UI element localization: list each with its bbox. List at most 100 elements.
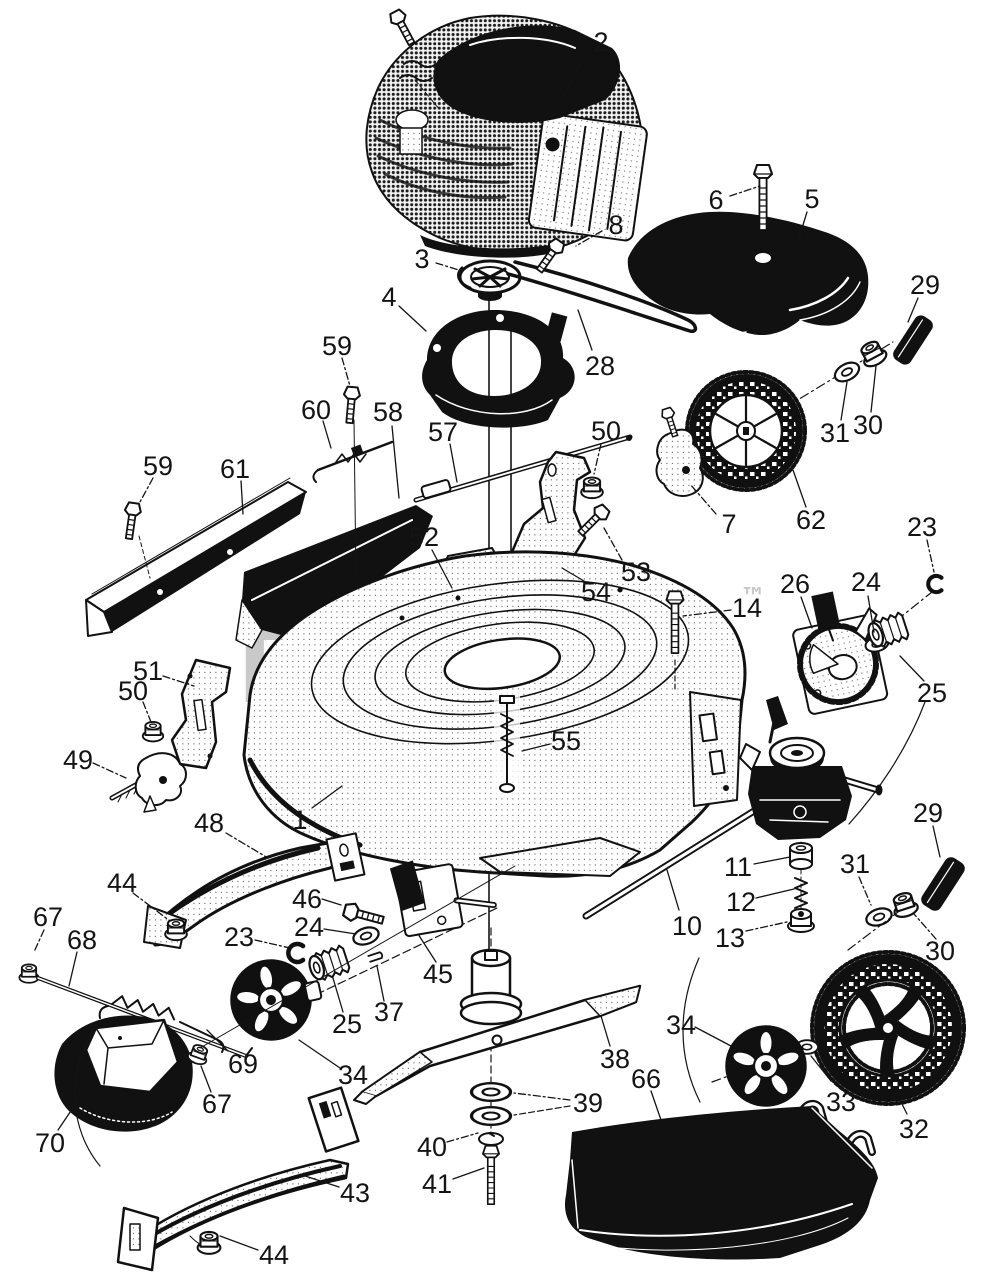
- part-callout-25: 25: [332, 1009, 362, 1039]
- leader-line-44: [219, 1235, 259, 1251]
- leader-line-2: [562, 53, 587, 97]
- belt-cover: [627, 211, 869, 336]
- part-callout-24: 24: [851, 567, 881, 597]
- part-callout-26: 26: [780, 569, 810, 599]
- aux-lines: [74, 701, 926, 1167]
- leader-line-34: [298, 1039, 341, 1069]
- part-callout-24: 24: [294, 912, 324, 942]
- leader-line-67: [200, 1065, 212, 1093]
- part-callout-23: 23: [907, 512, 937, 542]
- engine-top-cover: [433, 25, 621, 123]
- skirt-nut: [164, 918, 188, 942]
- leader-line-30: [870, 365, 877, 413]
- part-callout-55: 55: [551, 726, 581, 756]
- left-bracket: [170, 658, 232, 770]
- part-callout-30: 30: [853, 410, 883, 440]
- leader-line-54: [561, 567, 585, 582]
- leader-line-26: [800, 596, 813, 629]
- part-callout-30: 30: [925, 936, 955, 966]
- transmission: [582, 696, 883, 920]
- part-callout-28: 28: [585, 351, 615, 381]
- part-callout-67: 67: [33, 902, 63, 932]
- part-callout-29: 29: [913, 798, 943, 828]
- leader-line-60: [322, 420, 332, 449]
- leader-line-43: [304, 1175, 340, 1188]
- part-callout-1: 1: [292, 805, 307, 835]
- part-callout-50: 50: [118, 676, 148, 706]
- leader-line-34: [694, 1026, 732, 1047]
- part-callout-13: 13: [715, 923, 745, 953]
- leader-line-11: [753, 856, 791, 865]
- leader-line-10: [666, 869, 680, 911]
- leader-line-37: [376, 965, 385, 1002]
- part-callout-3: 3: [414, 244, 429, 274]
- leader-line-29: [932, 825, 941, 858]
- leader-line-69: [206, 1029, 229, 1052]
- part-callout-2: 2: [593, 27, 608, 57]
- part-callout-25: 25: [917, 678, 947, 708]
- part-callout-12: 12: [726, 887, 756, 917]
- leader-line-55: [521, 743, 551, 752]
- part-callout-69: 69: [228, 1049, 258, 1079]
- leader-line-25: [332, 977, 344, 1013]
- part-callout-29: 29: [910, 270, 940, 300]
- part-callout-70: 70: [35, 1128, 65, 1158]
- part-callout-58: 58: [373, 397, 403, 427]
- leader-line-23: [254, 939, 291, 949]
- deck-spring-bolt: [494, 694, 520, 794]
- part-callout-45: 45: [423, 959, 453, 989]
- leader-line-57: [449, 443, 458, 483]
- leader-line-14: [682, 609, 732, 617]
- leader-line-41: [452, 1167, 485, 1180]
- shaft-bushing: [789, 842, 813, 870]
- part-callout-62: 62: [796, 505, 826, 535]
- leader-line-28: [577, 309, 593, 351]
- part-callout-31: 31: [840, 849, 870, 879]
- part-callout-50: 50: [591, 416, 621, 446]
- part-callout-4: 4: [381, 282, 396, 312]
- engine-illustration: [365, 7, 648, 258]
- leader-line-30: [913, 913, 937, 940]
- belt-keeper-ring: [422, 310, 575, 428]
- front-bumper: [116, 1086, 360, 1272]
- leader-line-25: [899, 655, 925, 682]
- wheel-adjuster-housing: [54, 1015, 193, 1132]
- part-callout-44: 44: [259, 1240, 289, 1270]
- roll-pin: [367, 951, 384, 963]
- leader-line-32: [899, 1099, 908, 1115]
- part-callout-53: 53: [621, 557, 651, 587]
- part-callout-60: 60: [301, 395, 331, 425]
- part-callout-10: 10: [672, 911, 702, 941]
- part-callout-52: 52: [409, 522, 439, 552]
- part-callout-8: 8: [608, 210, 623, 240]
- mower-blade: [353, 984, 642, 1105]
- leader-line-50: [593, 443, 602, 475]
- trim-strip-bottom: [921, 857, 965, 911]
- handle-rod: [413, 434, 633, 503]
- part-callout-37: 37: [374, 997, 404, 1027]
- part-callout-49: 49: [63, 745, 93, 775]
- leader-line-1: [311, 785, 343, 809]
- part-callout-59: 59: [143, 451, 173, 481]
- wheel-gear-sector: [792, 591, 889, 715]
- adjuster-spring: [98, 995, 225, 1053]
- leader-line-24: [323, 928, 357, 935]
- leader-line-70: [57, 1098, 80, 1131]
- leader-line-38: [600, 1015, 611, 1047]
- blade-washer-2: [469, 1105, 513, 1127]
- wheel-bracket: [655, 405, 704, 497]
- leader-line-46: [321, 898, 342, 906]
- leader-line-6: [729, 185, 761, 197]
- leader-line-51: [162, 675, 195, 687]
- bracket-nut: [580, 476, 604, 500]
- part-callout-44: 44: [107, 868, 137, 898]
- part-callout-6: 6: [708, 185, 723, 215]
- gearbox: [389, 860, 497, 938]
- leader-line-40: [446, 1132, 479, 1143]
- part-callout-34: 34: [666, 1010, 696, 1040]
- part-callout-7: 7: [721, 509, 736, 539]
- part-callout-51: 51: [133, 656, 163, 686]
